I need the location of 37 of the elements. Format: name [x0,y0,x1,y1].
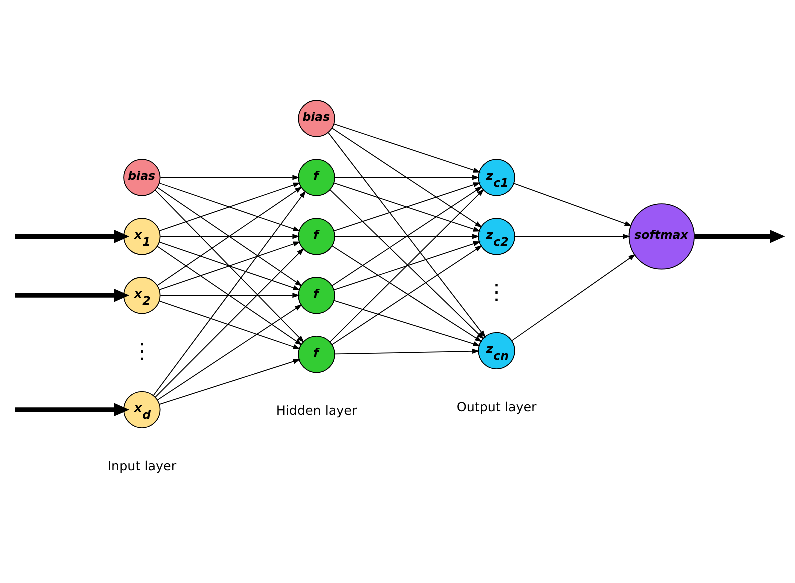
arrow [15,288,130,302]
arrow [159,241,301,290]
node-circle: f [298,158,336,196]
arrow [694,230,786,243]
arrow [332,186,482,286]
arrow [153,190,306,396]
arrow [334,348,480,354]
node-circle: bias [124,158,161,196]
label: Input layer [108,458,177,473]
arrow [334,241,481,290]
arrow [514,182,632,226]
arrow [15,402,130,416]
arrow [334,123,481,172]
node-circle: f [298,276,336,314]
arrow [334,182,481,232]
node-circle: bias [298,100,336,137]
arrow [334,234,480,239]
arrow [514,234,630,239]
arrow [334,174,480,180]
arrow [328,132,486,338]
arrow [159,300,301,349]
arrow [160,174,300,180]
arrow [160,292,300,298]
arrow [155,189,305,342]
label: Hidden layer [276,402,358,418]
arrow [159,358,301,405]
arrow [512,254,636,341]
arrow [157,246,302,345]
label: ⋮ [131,338,154,364]
label: ⋮ [486,280,508,305]
arrow [15,230,130,243]
arrow [160,234,300,239]
arrow [334,300,481,346]
arrow [155,248,304,398]
label: Output layer [456,398,537,414]
arrow [332,127,482,228]
arrow [157,304,302,400]
